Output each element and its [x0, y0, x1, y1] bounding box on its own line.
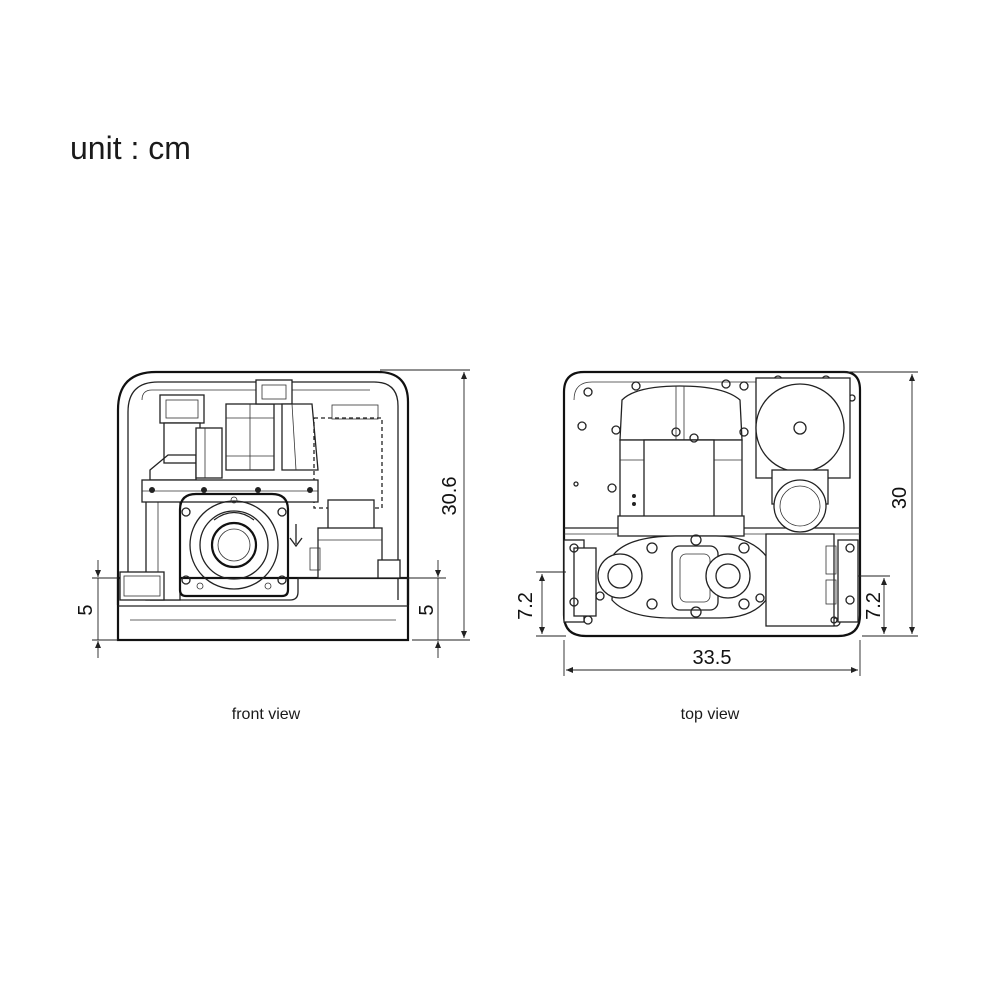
top-depth-dimension: 30 [889, 487, 911, 509]
unit-label: unit : cm [70, 130, 191, 166]
top-port-left-dimension: 7.2 [515, 592, 537, 620]
front-view-caption: front view [231, 706, 301, 723]
top-dimensions [536, 371, 918, 676]
front-dimensions [92, 369, 470, 658]
top-port-right-dimension: 7.2 [863, 592, 885, 620]
top-width-dimension: 33.5 [693, 647, 732, 669]
front-base-right-dimension: 5 [416, 604, 438, 615]
top-view-drawing [562, 370, 862, 638]
front-height-dimension: 30.6 [439, 477, 461, 516]
front-base-left-dimension: 5 [75, 604, 97, 615]
front-view-drawing [116, 370, 410, 642]
volute-bolts [181, 496, 287, 590]
top-view-caption: top view [680, 706, 740, 723]
